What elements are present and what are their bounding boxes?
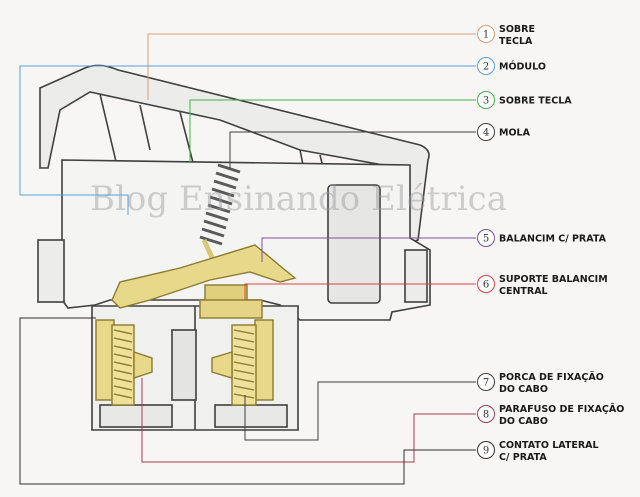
callout-circle <box>477 57 495 75</box>
callout-number: 5 <box>483 234 489 245</box>
callout-label-line: PORCA DE FIXAÇÃO <box>499 372 604 383</box>
callout-number: 9 <box>483 446 489 457</box>
left-tab <box>37 239 65 303</box>
right-column <box>327 184 381 304</box>
callout-number: 4 <box>483 128 489 139</box>
callout-circle <box>477 91 495 109</box>
callout-label-line: SOBRE TECLA <box>499 96 572 107</box>
callout-label-line: MOLA <box>499 128 531 139</box>
watermark: Blog Ensinando Elétrica <box>90 179 507 219</box>
right-screw-thread <box>233 329 255 399</box>
lower-left-foot <box>99 404 173 428</box>
callout-label-line: DO CABO <box>499 384 548 395</box>
right-tab <box>404 249 428 303</box>
right-contact-plate <box>254 319 274 401</box>
left-terminal <box>95 319 153 406</box>
callout-number: 1 <box>483 30 489 41</box>
right-screw-tip <box>211 351 233 379</box>
callout-4: 4 MOLA <box>477 123 531 141</box>
callout-circle <box>477 275 495 293</box>
callout-label-line: MÓDULO <box>499 61 546 73</box>
callout-label-line: SOBRE <box>499 24 535 35</box>
callout-circle <box>477 441 495 459</box>
center-slot <box>171 329 197 401</box>
leader-8 <box>141 378 476 463</box>
callout-circle <box>477 123 495 141</box>
leader-3 <box>189 99 476 162</box>
center-support <box>199 299 263 319</box>
callout-number: 3 <box>483 96 489 107</box>
leader-lines <box>19 33 476 485</box>
callout-number: 2 <box>483 62 489 73</box>
leader-5 <box>261 237 476 262</box>
leader-6 <box>244 283 476 300</box>
callout-2: 2 MÓDULO <box>477 57 546 75</box>
callout-circle <box>477 373 495 391</box>
right-terminal <box>199 299 274 406</box>
left-screw-tip <box>133 351 153 379</box>
callout-3: 3 SOBRE TECLA <box>477 91 572 109</box>
leader-2 <box>19 65 476 215</box>
leader-9 <box>19 317 476 485</box>
rocker-key <box>39 64 430 247</box>
callout-number: 7 <box>483 378 489 389</box>
callout-label-line: PARAFUSO DE FIXAÇÃO <box>499 404 624 415</box>
callout-label-line: SUPORTE BALANCIM <box>499 274 608 285</box>
callout-label-line: TECLA <box>499 36 533 47</box>
leader-4 <box>229 131 476 168</box>
callout-number: 8 <box>483 410 489 421</box>
callout-label-line: BALANCIM C/ PRATA <box>499 234 607 245</box>
callout-label-line: C/ PRATA <box>499 452 547 463</box>
lower-right-foot <box>214 404 288 428</box>
callout-label-line: DO CABO <box>499 416 548 427</box>
callout-circle <box>477 405 495 423</box>
callout-number: 6 <box>483 280 489 291</box>
callout-5: 5 BALANCIM C/ PRATA <box>477 229 607 247</box>
leader-1 <box>147 33 476 100</box>
callout-circle <box>477 25 495 43</box>
callout-label-line: CENTRAL <box>499 286 548 297</box>
left-screw-thread <box>113 329 133 399</box>
callout-circle <box>477 229 495 247</box>
leader-7 <box>244 381 476 441</box>
callout-label-line: CONTATO LATERAL <box>499 440 599 451</box>
